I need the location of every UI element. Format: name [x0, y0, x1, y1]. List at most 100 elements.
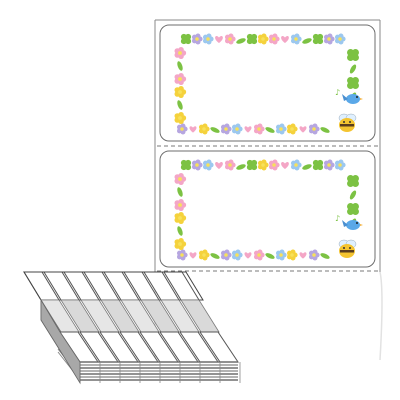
clover-leaf	[351, 81, 359, 89]
stack-panel	[160, 299, 200, 333]
bee-eye	[349, 121, 351, 123]
clover-leaf	[185, 164, 192, 171]
clover-icon	[347, 175, 359, 187]
flower-icon	[191, 159, 203, 171]
clover-icon	[312, 33, 324, 45]
clover-leaf	[317, 164, 324, 171]
flower-center	[228, 163, 232, 167]
leaf-icon	[236, 164, 246, 170]
clover-leaf	[351, 53, 359, 61]
flower-icon	[308, 123, 320, 135]
stack-top-fold	[23, 271, 204, 301]
clover-leaf	[246, 159, 253, 166]
bird-body	[346, 220, 360, 230]
clover-leaf	[246, 164, 253, 171]
leaf-icon	[177, 226, 183, 236]
flower-icon	[198, 249, 210, 261]
bee-eye	[343, 247, 345, 249]
leaf-icon	[320, 127, 330, 133]
heart-icon	[244, 126, 252, 133]
flower-icon	[174, 199, 187, 211]
flower-icon	[220, 249, 232, 261]
flower-center	[279, 127, 283, 131]
stack-panel	[80, 299, 120, 333]
clover-leaf	[347, 77, 355, 85]
clover-leaf	[180, 33, 187, 40]
flower-icon	[224, 159, 236, 171]
flower-center	[327, 37, 331, 41]
clover-leaf	[185, 33, 192, 40]
flower-icon	[286, 123, 298, 135]
flower-icon	[198, 123, 210, 135]
flower-center	[257, 253, 261, 257]
leaf-icon	[177, 187, 183, 197]
stack-top-outline	[23, 271, 204, 301]
flower-center	[290, 253, 294, 257]
clover-icon	[312, 159, 324, 171]
label-write-area	[188, 177, 341, 241]
flower-icon	[334, 33, 346, 45]
flower-icon	[174, 112, 187, 124]
clover-leaf	[312, 159, 319, 166]
flower-icon	[176, 249, 188, 261]
clover-leaf	[351, 77, 359, 85]
bird-tail	[342, 220, 348, 227]
flower-icon	[224, 33, 236, 45]
clover-icon	[180, 33, 192, 45]
sheet-edge	[154, 19, 381, 272]
flower-icon	[174, 73, 187, 85]
heart-icon	[215, 35, 223, 43]
flower-center	[178, 216, 182, 220]
label-1: ♪	[159, 24, 376, 142]
flower-icon	[308, 249, 320, 261]
bird-beak	[360, 224, 363, 226]
stack-bottom-fold	[40, 298, 241, 385]
heart-icon	[281, 161, 289, 169]
leaf-icon	[302, 38, 312, 44]
heart-icon	[215, 161, 223, 169]
flower-icon	[231, 123, 243, 135]
flower-icon	[275, 123, 287, 135]
clover-leaf	[180, 159, 187, 166]
clover-icon	[347, 77, 359, 89]
bluebird-icon	[342, 220, 363, 230]
leaf-icon	[265, 253, 275, 259]
flower-icon	[257, 33, 269, 45]
flower-icon	[174, 173, 187, 185]
flower-center	[195, 37, 199, 41]
leaf-icon	[177, 61, 183, 71]
clover-leaf	[347, 207, 355, 215]
clover-leaf	[251, 164, 258, 171]
flower-icon	[174, 86, 187, 98]
flower-center	[294, 163, 298, 167]
flower-icon	[174, 212, 187, 224]
clover-leaf	[246, 33, 253, 40]
leaf-icon	[320, 253, 330, 259]
flower-center	[290, 127, 294, 131]
clover-leaf	[347, 49, 355, 57]
bee-stripe	[340, 250, 354, 253]
flower-icon	[174, 47, 187, 59]
flower-center	[180, 253, 184, 257]
clover-leaf	[351, 179, 359, 187]
clover-leaf	[317, 38, 324, 45]
flower-center	[178, 242, 182, 246]
clover-leaf	[347, 203, 355, 211]
heart-icon	[299, 126, 307, 133]
flower-center	[338, 37, 342, 41]
clover-leaf	[317, 159, 324, 166]
flower-center	[261, 163, 265, 167]
flower-icon	[334, 159, 346, 171]
flower-center	[206, 37, 210, 41]
clover-leaf	[251, 38, 258, 45]
clover-leaf	[351, 49, 359, 57]
music-note-icon: ♪	[335, 88, 340, 97]
flower-icon	[290, 33, 302, 45]
clover-leaf	[185, 159, 192, 166]
flower-center	[178, 51, 182, 55]
clover-leaf	[180, 164, 187, 171]
clover-leaf	[246, 38, 253, 45]
flower-center	[235, 127, 239, 131]
leaf-icon	[236, 38, 246, 44]
